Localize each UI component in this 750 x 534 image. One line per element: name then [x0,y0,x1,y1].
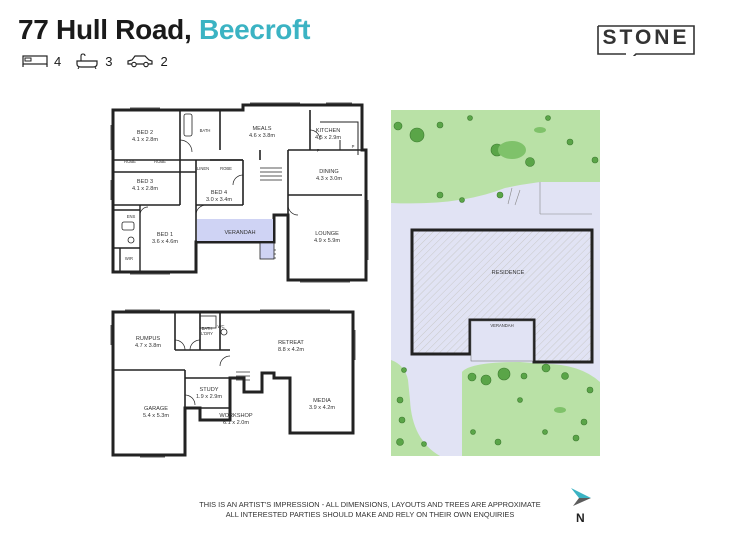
label-lower-laundry: L'DRY [201,331,213,336]
label-lower-bath: BATH [202,326,213,331]
residence-footprint [410,228,594,364]
stone-logo [597,25,695,56]
room-meals-dims: 4.6 x 3.8m [249,133,275,139]
site-residence-label: RESIDENCE [492,270,525,276]
room-dining-dims: 4.3 x 3.0m [316,176,342,182]
label-lower-wc: WC [218,324,225,329]
room-study-dims: 1.9 x 2.9m [196,394,222,400]
page-title: 77 Hull Road, Beecroft [18,14,310,46]
label-wir: WIR [125,256,133,261]
room-bed4-name: BED 4 [211,190,227,196]
north-label: N [576,511,585,525]
logo-text: STONE [602,26,690,49]
address-street: 77 Hull Road, [18,14,192,45]
label-fridge: F [317,148,320,153]
site-shrubs [498,127,566,413]
label-pantry: P [352,144,355,149]
room-media-name: MEDIA [313,398,331,404]
room-garage-dims: 5.4 x 5.3m [143,413,169,419]
room-garage-name: GARAGE [144,406,168,412]
room-lounge-dims: 4.9 x 5.9m [314,238,340,244]
property-stats: 4 3 2 [22,53,176,69]
site-plan [391,110,600,456]
room-kitchen-name: KITCHEN [316,128,341,134]
room-retreat-name: RETREAT [278,340,304,346]
car-count: 2 [160,53,168,69]
room-verandah-name: VERANDAH [224,230,255,236]
room-lounge-name: LOUNGE [315,231,339,237]
label-ens: ENS [127,214,136,219]
room-bed2-dims: 4.1 x 2.8m [132,137,158,143]
bedroom-count: 4 [54,53,62,69]
disclaimer: THIS IS AN ARTIST'S IMPRESSION - ALL DIM… [170,500,570,519]
bed-icon [22,55,48,67]
room-study-name: STUDY [200,387,219,393]
room-workshop-dims: 6.1 x 2.0m [223,420,249,426]
lawn-bottom [462,362,600,456]
disclaimer-line-1: THIS IS AN ARTIST'S IMPRESSION - ALL DIM… [199,500,541,509]
room-bed1-dims: 3.6 x 4.6m [152,239,178,245]
room-bed3-name: BED 3 [137,179,153,185]
room-bed1-name: BED 1 [157,232,173,238]
lower-floor-plan [110,309,356,458]
room-retreat-dims: 8.8 x 4.2m [278,347,304,353]
bathroom-count: 3 [105,53,113,69]
room-bed4-dims: 3.0 x 3.4m [206,197,232,203]
north-arrow-icon [571,488,591,506]
room-meals-name: MEALS [253,126,272,132]
bath-icon [76,53,98,69]
label-linen: LINEN [197,166,209,171]
car-icon [127,55,154,68]
room-workshop-name: WORKSHOP [219,413,253,419]
lawn-left [391,360,440,456]
room-media-dims: 3.9 x 4.2m [309,405,335,411]
label-bath: BATH [200,128,211,133]
disclaimer-line-2: ALL INTERESTED PARTIES SHOULD MAKE AND R… [225,509,515,519]
room-rumpus-name: RUMPUS [136,336,161,342]
address-suburb: Beecroft [198,14,311,45]
room-bed3-dims: 4.1 x 2.8m [132,186,158,192]
room-dining-name: DINING [319,169,339,175]
room-rumpus-dims: 4.7 x 3.8m [135,343,161,349]
label-robe-2: ROBE [154,159,166,164]
site-verandah-label: VERANDAH [490,323,513,328]
upper-floor-plan [110,102,369,283]
label-robe-1: ROBE [124,159,136,164]
lawn-top [391,110,600,204]
site-verandah [470,320,534,362]
room-kitchen-dims: 4.5 x 2.9m [315,135,341,141]
label-robe-3: ROBE [220,166,232,171]
room-bed2-name: BED 2 [137,130,153,136]
